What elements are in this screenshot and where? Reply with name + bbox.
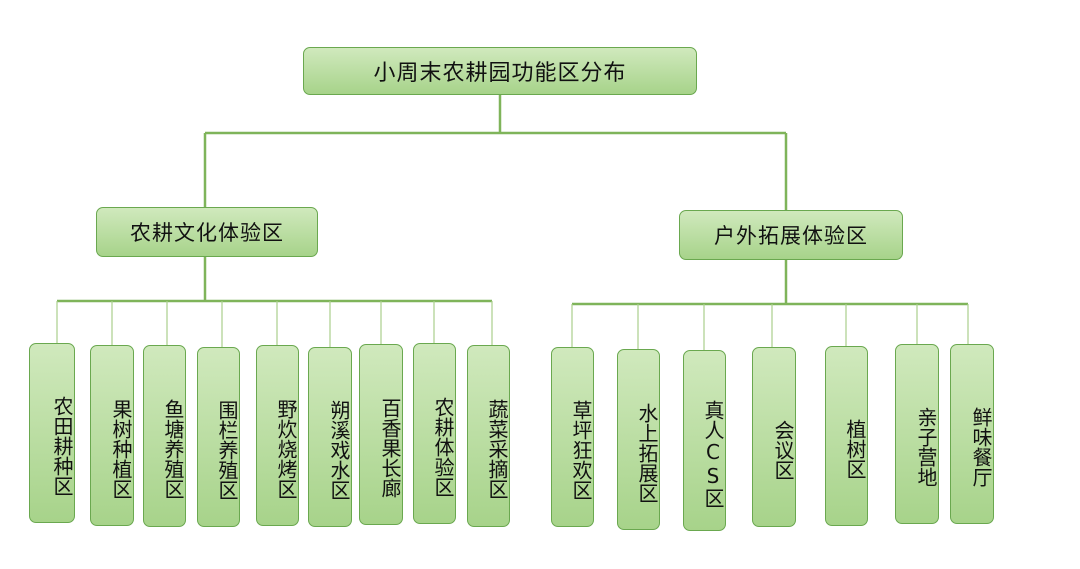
leaf-node: 鲜味餐厅 — [950, 344, 994, 524]
branch-node-farming-culture: 农耕文化体验区 — [96, 207, 318, 257]
leaf-node: 果树种植区 — [90, 345, 134, 526]
leaf-node: 农田耕种区 — [29, 343, 75, 523]
root-node: 小周末农耕园功能区分布 — [303, 47, 697, 95]
leaf-node: 朔溪戏水区 — [308, 347, 352, 527]
leaf-node: 亲子营地 — [895, 344, 939, 524]
leaf-node: 围栏养殖区 — [197, 347, 240, 527]
leaf-node: 会议区 — [752, 347, 796, 527]
leaf-node: 鱼塘养殖区 — [143, 345, 186, 527]
leaf-node: 真人CS区 — [683, 350, 726, 531]
leaf-node: 农耕体验区 — [413, 343, 456, 524]
leaf-node: 水上拓展区 — [617, 349, 660, 530]
leaf-node: 草坪狂欢区 — [551, 347, 594, 527]
leaf-node: 蔬菜采摘区 — [467, 345, 510, 527]
leaf-node: 野炊烧烤区 — [256, 345, 299, 526]
branch-node-outdoor-expansion: 户外拓展体验区 — [679, 210, 903, 260]
leaf-node: 植树区 — [825, 346, 868, 526]
leaf-node: 百香果长廊 — [359, 344, 403, 525]
